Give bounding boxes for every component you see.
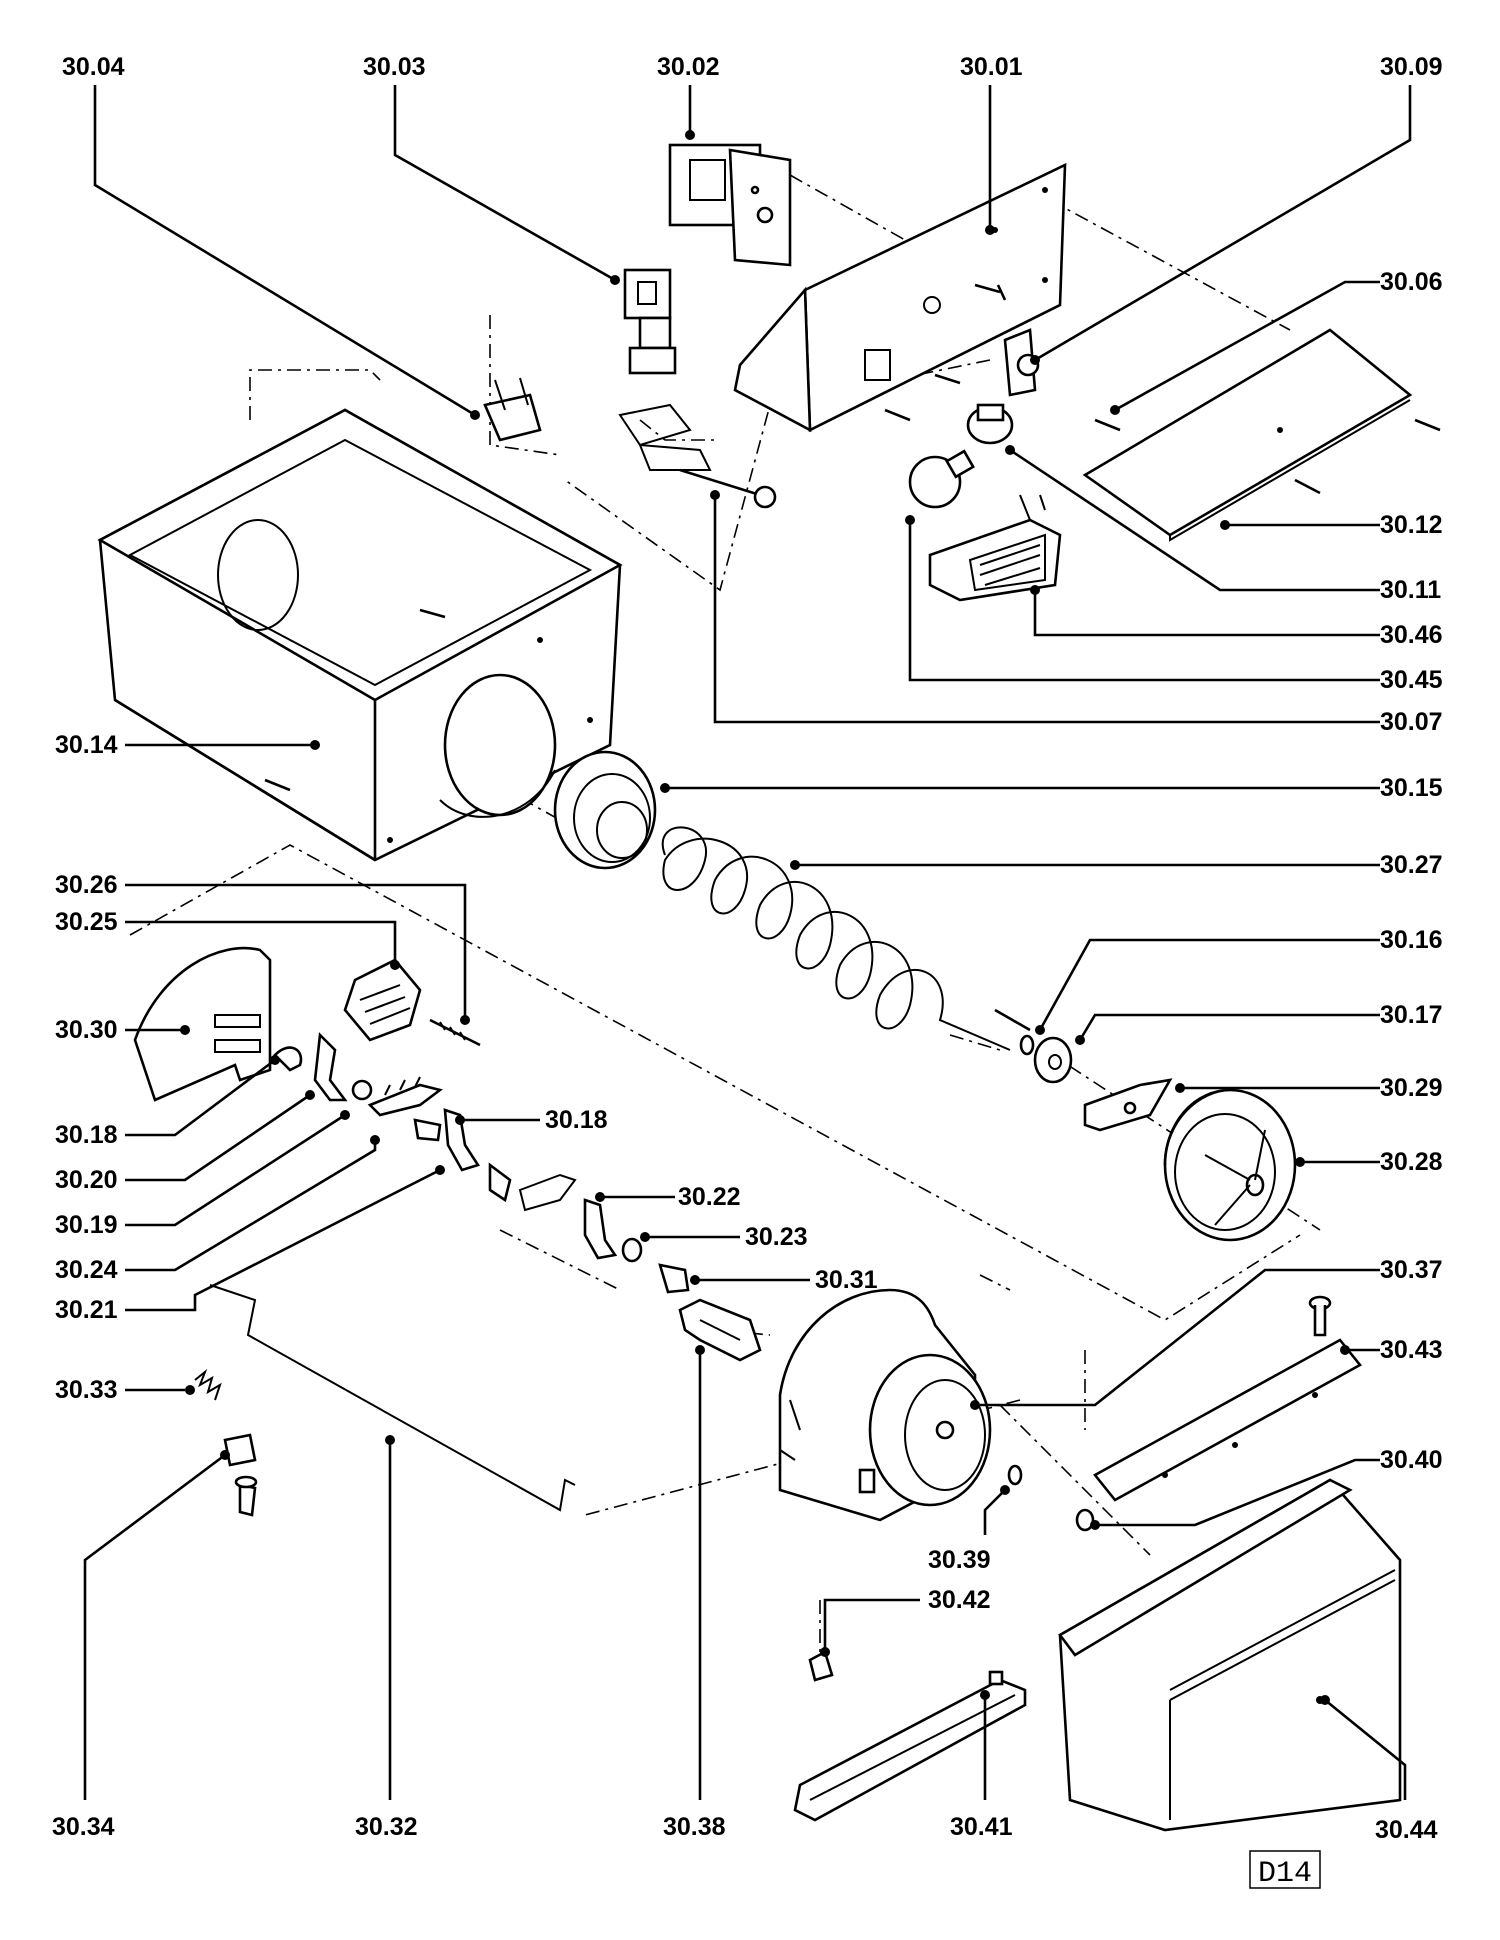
label-30-45: 30.45 (1380, 666, 1443, 694)
part-30-45-lamp-bulb (908, 449, 975, 509)
part-30-15-auger-cap (553, 750, 657, 870)
label-30-21: 30.21 (55, 1296, 118, 1324)
part-30-11-lamp-holder (966, 403, 1014, 445)
label-30-24: 30.24 (55, 1256, 118, 1284)
label-30-32: 30.32 (355, 1813, 418, 1841)
part-30-43-screw (1308, 1295, 1332, 1337)
part-30-40-clip (1075, 1508, 1095, 1532)
label-30-44: 30.44 (1375, 1816, 1438, 1844)
part-30-18-cam (273, 1032, 348, 1102)
part-30-27-spiral-auger (661, 826, 1031, 1051)
part-30-18-cam-second (443, 1108, 512, 1203)
part-30-04-clip (483, 377, 542, 442)
label-30-18-left: 30.18 (55, 1121, 118, 1149)
label-30-20: 30.20 (55, 1166, 118, 1194)
leader-lines (83, 85, 1412, 1800)
label-30-01: 30.01 (960, 53, 1023, 81)
part-30-17-flange-nut (1033, 1036, 1073, 1084)
part-30-07-sensor-wire (618, 403, 777, 509)
part-30-26-pin (429, 1018, 481, 1047)
part-30-19-spacer (413, 1118, 442, 1142)
label-30-31: 30.31 (815, 1266, 878, 1294)
part-30-32-rod (209, 1284, 576, 1512)
label-30-46: 30.46 (1380, 621, 1443, 649)
label-30-11: 30.11 (1380, 576, 1441, 604)
part-labels: 30.04 30.03 30.02 30.01 30.09 30.06 30.1… (52, 53, 1443, 1844)
part-30-37-motor-housing (778, 1288, 992, 1522)
part-30-28-impeller (1163, 1088, 1297, 1242)
label-30-27: 30.27 (1380, 851, 1443, 879)
label-30-25: 30.25 (55, 908, 118, 936)
label-30-18-mid: 30.18 (545, 1106, 608, 1134)
part-30-44-bin-front (1058, 1478, 1402, 1832)
label-30-17: 30.17 (1380, 1001, 1443, 1029)
label-30-29: 30.29 (1380, 1074, 1443, 1102)
label-30-42: 30.42 (928, 1586, 991, 1614)
part-30-34-clip (223, 1433, 258, 1517)
part-30-38-bracket (678, 1298, 762, 1362)
label-30-07: 30.07 (1380, 708, 1443, 736)
label-30-09: 30.09 (1380, 53, 1443, 81)
label-30-43: 30.43 (1380, 1336, 1443, 1364)
label-30-23: 30.23 (745, 1223, 808, 1251)
part-30-46-lamp-cover (928, 494, 1062, 602)
label-30-14: 30.14 (55, 731, 118, 759)
label-30-16: 30.16 (1380, 926, 1443, 954)
label-30-30: 30.30 (55, 1016, 118, 1044)
part-30-23-washer (621, 1237, 643, 1263)
label-30-06: 30.06 (1380, 268, 1443, 296)
part-30-25-bearing-block (343, 958, 422, 1042)
label-30-22: 30.22 (678, 1183, 741, 1211)
label-30-41: 30.41 (950, 1813, 1013, 1841)
label-30-38: 30.38 (663, 1813, 726, 1841)
part-30-41-rail (793, 1670, 1027, 1822)
label-30-12: 30.12 (1380, 511, 1443, 539)
label-30-19: 30.19 (55, 1211, 118, 1239)
label-30-02: 30.02 (657, 53, 720, 81)
page-code-text: D14 (1258, 1857, 1312, 1891)
part-30-14-housing (97, 408, 623, 862)
part-30-24-lever (367, 1076, 443, 1117)
part-30-16-washer (1019, 1034, 1035, 1056)
page-code-badge: D14 (1249, 1850, 1321, 1891)
part-30-33-spring (194, 1368, 222, 1401)
part-30-03-solenoid-valve (623, 268, 677, 375)
part-30-30-end-plate (133, 946, 272, 1102)
part-30-02-gear-motor (668, 143, 792, 267)
part-30-12-top-cover (1082, 328, 1441, 542)
part-30-20-washer (351, 1079, 373, 1101)
label-30-39: 30.39 (928, 1546, 991, 1574)
label-30-28: 30.28 (1380, 1148, 1443, 1176)
part-30-09-bracket (1003, 328, 1040, 397)
label-30-37: 30.37 (1380, 1256, 1443, 1284)
label-30-40: 30.40 (1380, 1446, 1443, 1474)
part-30-31-bushing (658, 1263, 690, 1294)
label-30-04: 30.04 (62, 53, 125, 81)
part-30-42-clip (808, 1650, 834, 1682)
part-30-43-strip (1093, 1338, 1362, 1502)
part-30-29-bracket (1083, 1078, 1173, 1132)
label-30-33: 30.33 (55, 1376, 118, 1404)
label-30-03: 30.03 (363, 53, 426, 81)
part-30-39-washer (1007, 1464, 1023, 1486)
label-30-15: 30.15 (1380, 774, 1443, 802)
label-30-26: 30.26 (55, 871, 118, 899)
part-30-22-cam (518, 1173, 618, 1260)
label-30-34: 30.34 (52, 1813, 115, 1841)
